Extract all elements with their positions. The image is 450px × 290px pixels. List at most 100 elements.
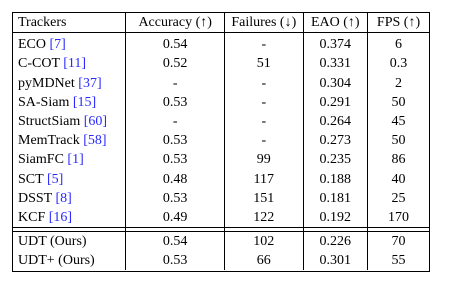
accuracy-cell: 0.53 bbox=[125, 150, 226, 170]
header-trackers: Trackers bbox=[13, 13, 127, 34]
failures-cell: 99 bbox=[224, 150, 304, 170]
accuracy-cell: 0.53 bbox=[125, 188, 226, 208]
table-row: UDT (Ours) 0.54 102 0.226 70 bbox=[13, 231, 429, 252]
separator-cell bbox=[303, 227, 369, 233]
accuracy-cell: 0.53 bbox=[125, 92, 226, 112]
accuracy-cell: - bbox=[125, 73, 226, 93]
accuracy-cell: 0.53 bbox=[125, 131, 226, 151]
eao-cell: 0.235 bbox=[303, 150, 369, 170]
eao-cell: 0.374 bbox=[303, 32, 369, 55]
failures-cell: 66 bbox=[224, 251, 304, 271]
table-row: KCF [16] 0.49 122 0.192 170 bbox=[13, 207, 429, 228]
tracker-name-cell: SCT [5] bbox=[13, 169, 127, 189]
separator-cell bbox=[13, 227, 127, 233]
separator-cell bbox=[224, 227, 304, 233]
table-row: DSST [8] 0.53 151 0.181 25 bbox=[13, 188, 429, 208]
table-row: pyMDNet [37] - - 0.304 2 bbox=[13, 73, 429, 93]
failures-cell: 51 bbox=[224, 54, 304, 74]
eao-cell: 0.304 bbox=[303, 73, 369, 93]
tracker-name: StructSiam bbox=[18, 114, 81, 130]
citation-link[interactable]: [15] bbox=[72, 94, 97, 110]
fps-cell: 170 bbox=[388, 209, 410, 225]
tracker-name-cell: DSST [8] bbox=[13, 188, 127, 208]
tracker-name-cell: StructSiam [60] bbox=[13, 111, 127, 132]
citation-link[interactable]: [1] bbox=[67, 152, 84, 168]
tracker-name: DSST bbox=[18, 190, 52, 206]
tracker-name-cell: ECO [7] bbox=[13, 32, 127, 55]
eao-cell: 0.273 bbox=[303, 131, 369, 151]
eao-cell: 0.188 bbox=[303, 169, 369, 189]
fps-cell: 6 bbox=[395, 37, 403, 53]
accuracy-cell: 0.48 bbox=[125, 169, 226, 189]
tracker-name: KCF bbox=[18, 209, 46, 225]
eao-cell: 0.181 bbox=[303, 188, 369, 208]
tracker-name-cell: MemTrack [58] bbox=[13, 131, 127, 151]
tracker-name-cell: C-COT [11] bbox=[13, 54, 127, 74]
tracker-name-cell: KCF [16] bbox=[13, 207, 127, 228]
table-row: SCT [5] 0.48 117 0.188 40 bbox=[13, 169, 429, 189]
tracker-name-cell: UDT+ (Ours) bbox=[13, 251, 127, 271]
citation-link[interactable]: [37] bbox=[78, 75, 102, 91]
failures-cell: 102 bbox=[224, 231, 304, 252]
accuracy-cell: 0.53 bbox=[125, 251, 226, 271]
failures-cell: 151 bbox=[224, 188, 304, 208]
table-row: C-COT [11] 0.52 51 0.331 0.3 bbox=[13, 54, 429, 74]
accuracy-cell: 0.52 bbox=[125, 54, 226, 74]
citation-link[interactable]: [5] bbox=[46, 171, 64, 187]
table-row: UDT+ (Ours) 0.53 66 0.301 55 bbox=[13, 251, 429, 271]
fps-cell: 2 bbox=[395, 75, 403, 91]
table-row: MemTrack [58] 0.53 - 0.273 50 bbox=[13, 131, 429, 151]
fps-cell: 40 bbox=[391, 171, 406, 187]
table-row: SiamFC [1] 0.53 99 0.235 86 bbox=[13, 150, 429, 170]
eao-cell: 0.264 bbox=[303, 111, 369, 132]
failures-cell: - bbox=[224, 111, 304, 132]
header-failures: Failures (↓) bbox=[224, 13, 304, 34]
eao-cell: 0.192 bbox=[303, 207, 369, 228]
fps-cell: 25 bbox=[391, 190, 406, 206]
eao-cell: 0.291 bbox=[303, 92, 369, 112]
accuracy-cell: - bbox=[125, 111, 226, 132]
results-table: Trackers Accuracy (↑) Failures (↓) EAO (… bbox=[13, 13, 429, 271]
citation-link[interactable]: [7] bbox=[49, 37, 66, 53]
eao-cell: 0.226 bbox=[303, 231, 369, 252]
failures-cell: - bbox=[224, 32, 304, 55]
tracker-name: ECO bbox=[18, 37, 46, 53]
table-row: ECO [7] 0.54 - 0.374 6 bbox=[13, 32, 429, 55]
citation-link[interactable]: [11] bbox=[63, 56, 87, 72]
tracker-name: SCT bbox=[18, 171, 44, 187]
ours-rows: UDT (Ours) 0.54 102 0.226 70 UDT+ (Ours)… bbox=[13, 231, 429, 271]
tracker-name: pyMDNet bbox=[18, 75, 75, 91]
fps-cell: 0.3 bbox=[389, 56, 408, 72]
header-eao: EAO (↑) bbox=[303, 13, 369, 34]
citation-link[interactable]: [58] bbox=[83, 133, 107, 149]
citation-link[interactable]: [16] bbox=[48, 209, 73, 225]
failures-cell: 117 bbox=[224, 169, 304, 189]
eao-cell: 0.331 bbox=[303, 54, 369, 74]
header-fps: FPS (↑) bbox=[367, 13, 429, 34]
fps-cell: 86 bbox=[391, 152, 406, 168]
tracker-name-cell: SA-Siam [15] bbox=[13, 92, 127, 112]
fps-cell: 45 bbox=[391, 114, 406, 130]
header-accuracy: Accuracy (↑) bbox=[125, 13, 226, 34]
double-rule-separator bbox=[13, 227, 429, 233]
tracker-name: SiamFC bbox=[18, 152, 64, 168]
table-header: Trackers Accuracy (↑) Failures (↓) EAO (… bbox=[13, 13, 429, 34]
tracker-name: MemTrack bbox=[18, 133, 80, 149]
citation-link[interactable]: [8] bbox=[55, 190, 72, 206]
results-table-frame: Trackers Accuracy (↑) Failures (↓) EAO (… bbox=[12, 12, 430, 272]
accuracy-cell: 0.54 bbox=[125, 32, 226, 55]
tracker-name: SA-Siam bbox=[18, 94, 70, 110]
accuracy-cell: 0.49 bbox=[125, 207, 226, 228]
eao-cell: 0.301 bbox=[303, 251, 369, 271]
tracker-name-cell: UDT (Ours) bbox=[13, 231, 127, 252]
citation-link[interactable]: [60] bbox=[83, 114, 108, 130]
accuracy-cell: 0.54 bbox=[125, 231, 226, 252]
baseline-rows: ECO [7] 0.54 - 0.374 6 C-COT [11] 0.52 5… bbox=[13, 32, 429, 233]
tracker-name-cell: pyMDNet [37] bbox=[13, 73, 127, 93]
failures-cell: - bbox=[224, 92, 304, 112]
failures-cell: - bbox=[224, 73, 304, 93]
tracker-name: C-COT bbox=[18, 56, 60, 72]
fps-cell: 50 bbox=[391, 133, 406, 149]
table-row: StructSiam [60] - - 0.264 45 bbox=[13, 111, 429, 132]
failures-cell: 122 bbox=[224, 207, 304, 228]
